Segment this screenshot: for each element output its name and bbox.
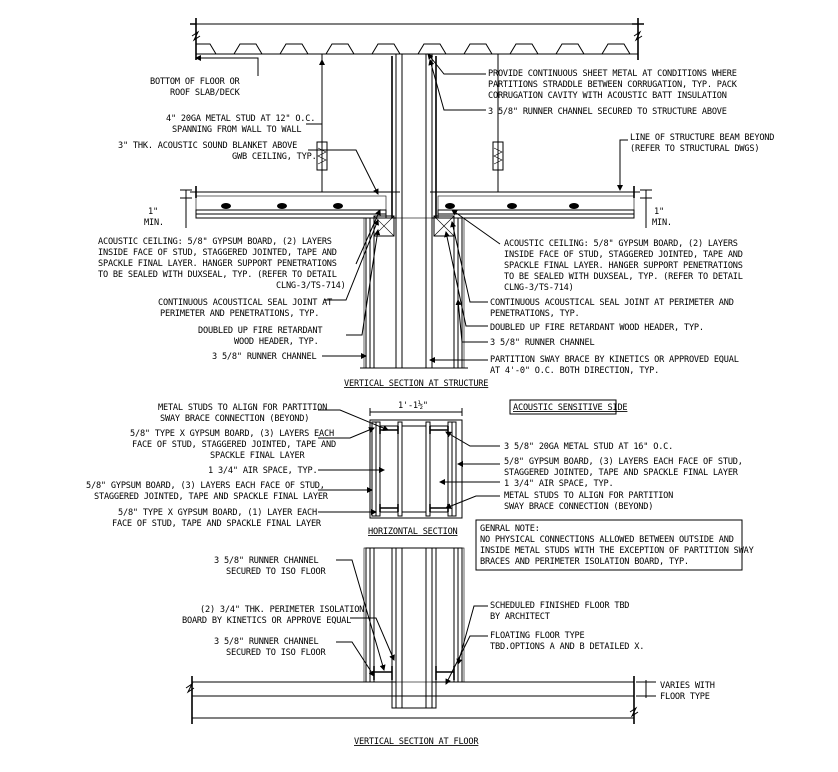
general-note-box [475, 519, 743, 571]
label-floating-floor-2: TBD.OPTIONS A AND B DETAILED X. [490, 642, 644, 652]
label-ceiling-left-4: TO BE SEALED WITH DUXSEAL, TYP. (REFER T… [98, 270, 337, 280]
label-align-right-1: METAL STUDS TO ALIGN FOR PARTITION [504, 491, 673, 501]
leader-lines-horizontal [318, 409, 500, 515]
partition-lower [363, 547, 465, 709]
acoustic-ceiling-right [430, 186, 640, 219]
label-metal-stud-2: SPANNING FROM WALL TO WALL [172, 125, 301, 135]
label-air-left: 1 3/4" AIR SPACE, TYP. [208, 466, 317, 476]
label-ceiling-left-5: CLNG-3/TS-714) [276, 281, 346, 291]
label-acoustic-sensitive-side: ACOUSTIC SENSITIVE SIDE [513, 403, 627, 413]
label-sheet-metal-3: CORRUGATION CAVITY WITH ACOUSTIC BATT IN… [488, 91, 727, 101]
label-gyp3-right-1: 5/8" GYPSUM BOARD, (3) LAYERS EACH FACE … [504, 457, 743, 467]
title-vertical-section-floor: VERTICAL SECTION AT FLOOR [354, 737, 479, 747]
horizontal-section-drawing [369, 408, 463, 519]
label-sheet-metal-1: PROVIDE CONTINUOUS SHEET METAL AT CONDIT… [488, 69, 737, 79]
partition-upper [360, 53, 468, 369]
label-varies-1: VARIES WITH [660, 681, 715, 691]
label-typex3-3: SPACKLE FINAL LAYER [210, 451, 306, 461]
note-line-2: INSIDE METAL STUDS WITH THE EXCEPTION OF… [480, 546, 755, 556]
label-typex1-1: 5/8" TYPE X GYPSUM BOARD, (1) LAYER EACH [118, 508, 317, 518]
label-ceiling-left-2: INSIDE FACE OF STUD, STAGGERED JOINTED, … [98, 248, 337, 258]
label-runner-right: 3 5/8" RUNNER CHANNEL [490, 338, 594, 348]
label-stud-16: 3 5/8" 20GA METAL STUD AT 16" O.C. [504, 442, 673, 452]
label-runner-iso-1b: SECURED TO ISO FLOOR [226, 567, 327, 577]
leader-lines-lower [336, 559, 488, 685]
label-seal-left-1: CONTINUOUS ACOUSTICAL SEAL JOINT AT [158, 298, 332, 308]
floor-slab-lower [185, 676, 656, 724]
acoustic-ceiling-left [190, 186, 400, 219]
label-header-left-1: DOUBLED UP FIRE RETARDANT [198, 326, 322, 336]
label-metal-stud-1: 4" 20GA METAL STUD AT 12" O.C. [166, 114, 315, 124]
label-runner-iso-2b: SECURED TO ISO FLOOR [226, 648, 327, 658]
label-seal-right-2: PENETRATIONS, TYP. [490, 309, 580, 319]
label-beam-1: LINE OF STRUCTURE BEAM BEYOND [630, 133, 774, 143]
hanger-rods [316, 54, 504, 192]
title-vertical-section-structure: VERTICAL SECTION AT STRUCTURE [344, 379, 488, 389]
label-gyp3-left-1: 5/8" GYPSUM BOARD, (3) LAYERS EACH FACE … [86, 481, 325, 491]
label-sheet-metal-2: PARTITIONS STRADDLE BETWEEN CORRUGATION,… [488, 80, 738, 90]
label-seal-left-2: PERIMETER AND PENETRATIONS, TYP. [160, 309, 319, 319]
label-align-left-1: METAL STUDS TO ALIGN FOR PARTITION [158, 403, 327, 413]
label-perimeter-1: (2) 3/4" THK. PERIMETER ISOLATION [200, 605, 364, 615]
label-bottom-of-floor-2: ROOF SLAB/DECK [170, 88, 241, 98]
label-acoustic-blanket-2: GWB CEILING, TYP. [232, 152, 317, 162]
label-align-left-2: SWAY BRACE CONNECTION (BEYOND) [160, 414, 309, 424]
label-dimension-width: 1'-1½" [398, 400, 428, 411]
note-line-3: BRACES AND PERIMETER ISOLATION BOARD, TY… [480, 557, 689, 567]
label-acoustic-blanket-1: 3" THK. ACOUSTIC SOUND BLANKET ABOVE [118, 141, 297, 151]
label-runner-left: 3 5/8" RUNNER CHANNEL [212, 352, 316, 362]
label-beam-2: (REFER TO STRUCTURAL DWGS) [630, 144, 759, 154]
label-typex1-2: FACE OF STUD, TAPE AND SPACKLE FINAL LAY… [112, 519, 322, 529]
label-sway-1: PARTITION SWAY BRACE BY KINETICS OR APPR… [490, 355, 739, 365]
title-horizontal-section: HORIZONTAL SECTION [368, 527, 458, 537]
label-air-right: 1 3/4" AIR SPACE, TYP. [504, 479, 613, 489]
label-gyp3-left-2: STAGGERED JOINTED, TAPE AND SPACKLE FINA… [94, 492, 329, 502]
note-heading: GENRAL NOTE: [480, 524, 540, 534]
label-ceiling-right-3: SPACKLE FINAL LAYER. HANGER SUPPORT PENE… [504, 261, 743, 271]
label-ceiling-right-2: INSIDE FACE OF STUD, STAGGERED JOINTED, … [504, 250, 743, 260]
label-varies-2: FLOOR TYPE [660, 692, 710, 702]
label-gyp3-right-2: STAGGERED JOINTED, TAPE AND SPACKLE FINA… [504, 468, 739, 478]
label-ceiling-left-3: SPACKLE FINAL LAYER. HANGER SUPPORT PENE… [98, 259, 337, 269]
label-seal-right-1: CONTINUOUS ACOUSTICAL SEAL JOINT AT PERI… [490, 298, 734, 308]
label-ceiling-right-4: TO BE SEALED WITH DUXSEAL, TYP. (REFER T… [504, 272, 743, 282]
label-header-right: DOUBLED UP FIRE RETARDANT WOOD HEADER, T… [490, 323, 704, 333]
label-floating-floor-1: FLOATING FLOOR TYPE [490, 631, 585, 641]
label-ceiling-left-1: ACOUSTIC CEILING: 5/8" GYPSUM BOARD, (2)… [98, 237, 332, 247]
label-ceiling-right-5: CLNG-3/TS-714) [504, 283, 574, 293]
label-align-right-2: SWAY BRACE CONNECTION (BEYOND) [504, 502, 653, 512]
label-finished-floor-1: SCHEDULED FINISHED FLOOR TBD [490, 601, 629, 611]
label-min-right-2: MIN. [652, 218, 672, 228]
label-perimeter-2: BOARD BY KINETICS OR APPROVE EQUAL [182, 616, 351, 626]
leader-lines-upper [180, 53, 652, 363]
label-min-left-2: MIN. [144, 218, 164, 228]
label-bottom-of-floor-1: BOTTOM OF FLOOR OR [150, 77, 241, 87]
label-runner-iso-1a: 3 5/8" RUNNER CHANNEL [214, 556, 318, 566]
label-sway-2: AT 4'-0" O.C. BOTH DIRECTION, TYP. [490, 366, 659, 376]
label-runner-above: 3 5/8" RUNNER CHANNEL SECURED TO STRUCTU… [488, 107, 727, 117]
label-typex3-2: FACE OF STUD, STAGGERED JOINTED, TAPE AN… [132, 440, 336, 450]
acoustic-side-tag [509, 399, 617, 415]
label-typex3-1: 5/8" TYPE X GYPSUM BOARD, (3) LAYERS EAC… [130, 429, 334, 439]
label-min-right-1: 1" [654, 207, 664, 217]
label-header-left-2: WOOD HEADER, TYP. [234, 337, 319, 347]
label-ceiling-right-1: ACOUSTIC CEILING: 5/8" GYPSUM BOARD, (2)… [504, 239, 738, 249]
note-line-1: NO PHYSICAL CONNECTIONS ALLOWED BETWEEN … [480, 535, 734, 545]
label-runner-iso-2a: 3 5/8" RUNNER CHANNEL [214, 637, 318, 647]
label-finished-floor-2: BY ARCHITECT [490, 612, 550, 622]
label-min-left-1: 1" [148, 207, 158, 217]
